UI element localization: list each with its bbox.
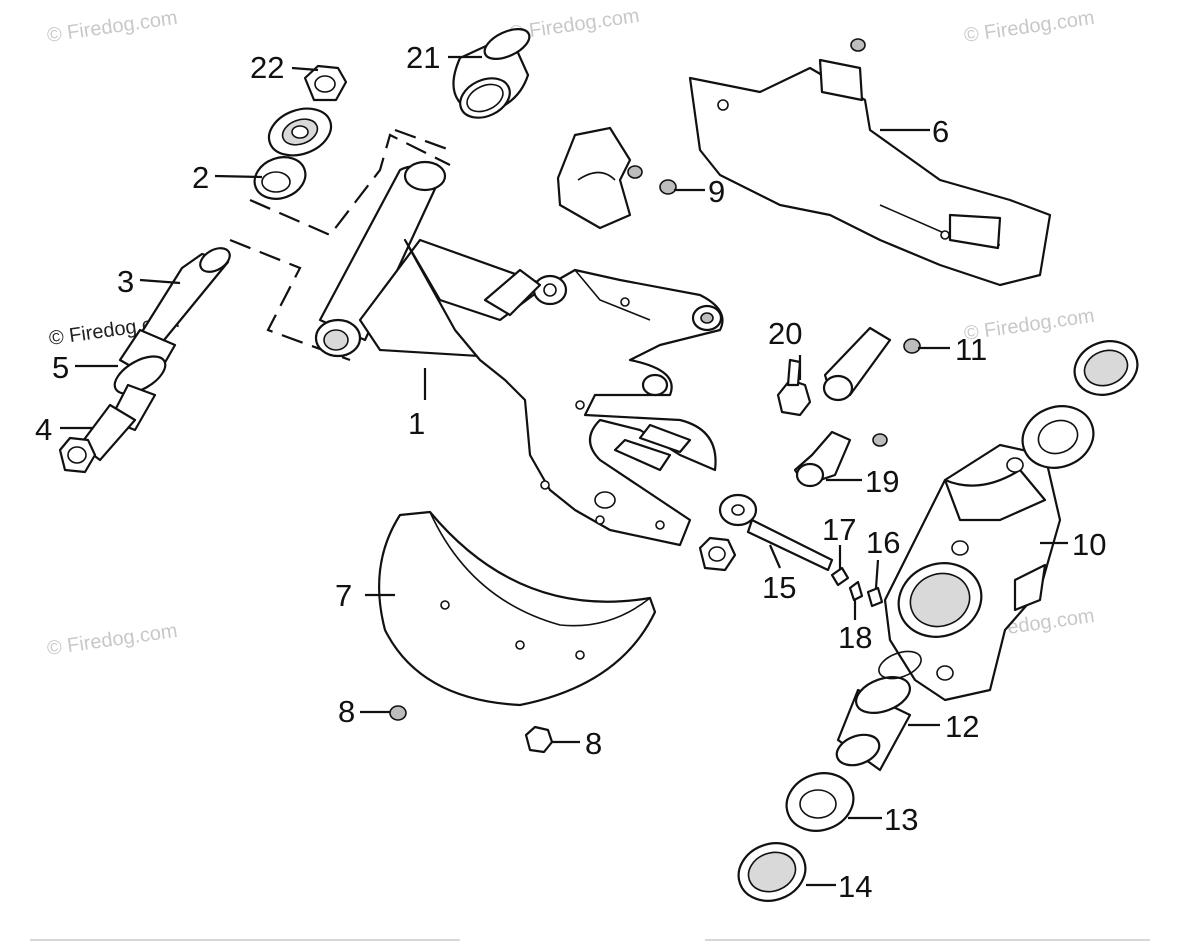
upper-right-bearing-rings [1021, 340, 1139, 469]
callout-19: 19 [865, 464, 899, 499]
part-9-bracket-and-nuts [556, 126, 677, 230]
part-6-chain-guard [688, 38, 1052, 287]
assembly-dash-lines [229, 128, 451, 362]
callout-18: 18 [838, 620, 872, 655]
callout-12: 12 [945, 709, 979, 744]
callout-20: 20 [768, 316, 802, 351]
callout-14: 14 [838, 869, 872, 904]
callout-21: 21 [406, 40, 440, 75]
callout-10: 10 [1072, 527, 1106, 562]
callout-2: 2 [192, 160, 209, 195]
callout-1: 1 [408, 406, 425, 441]
watermark-top-right: © Firedog.com [963, 7, 1096, 47]
callout-13: 13 [884, 802, 918, 837]
leader-lines [60, 55, 1068, 887]
part-20-bolt [776, 358, 812, 417]
callout-22: 22 [250, 50, 284, 85]
callout-16: 16 [866, 525, 900, 560]
part-3-4-5-axle [58, 247, 231, 474]
callout-8-left: 8 [338, 694, 355, 729]
part-1-swing-arm [314, 160, 724, 547]
watermark-top-left: © Firedog.com [46, 7, 179, 47]
callout-6: 6 [932, 114, 949, 149]
callout-5: 5 [52, 350, 69, 385]
part-22-nut [303, 64, 348, 102]
part-7-fender [378, 510, 657, 707]
watermark-bottom-left: © Firedog.com [46, 620, 179, 660]
part-12-tube [835, 650, 922, 772]
part-11-19-links [793, 326, 921, 488]
part-10-housing [883, 443, 1062, 702]
callout-15: 15 [762, 570, 796, 605]
callout-8-right: 8 [585, 726, 602, 761]
callout-labels: 1 2 3 4 5 6 7 8 8 9 10 11 12 13 14 15 16… [35, 40, 1106, 904]
callout-9: 9 [708, 174, 725, 209]
callout-4: 4 [35, 412, 52, 447]
part-16-17-18-clips [830, 566, 884, 608]
part-2-bearings [253, 107, 333, 200]
part-15-rod [698, 493, 834, 572]
callout-17: 17 [822, 512, 856, 547]
callout-11: 11 [955, 332, 987, 367]
part-8-nuts [389, 705, 554, 754]
part-13-14-rings [737, 772, 855, 902]
callout-3: 3 [117, 264, 134, 299]
part-21-sleeve [452, 28, 531, 119]
callout-7: 7 [335, 578, 352, 613]
